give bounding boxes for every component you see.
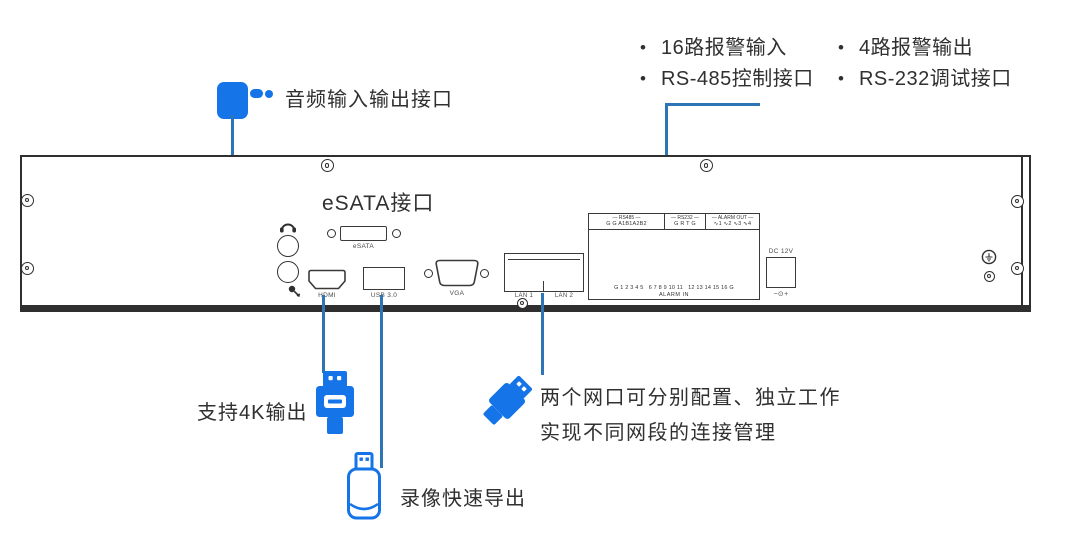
audio-in-jack-port [277, 261, 299, 283]
bullet-icon: • [838, 69, 844, 88]
ground-icon [981, 249, 997, 265]
screw-icon [20, 261, 34, 275]
usb-port-label: USB 3.0 [370, 292, 398, 299]
bullet-item: • RS-485控制接口 [640, 67, 814, 91]
lan1-port-label: LAN 1 [514, 293, 534, 299]
alarm-out-pins: ∿1 ∿2 ∿3 ∿4 [713, 221, 752, 227]
usb-port [363, 267, 405, 290]
network-callout-line2: 实现不同网段的连接管理 [540, 422, 777, 444]
esata-port-label: eSATA [352, 243, 375, 250]
screw-icon [699, 159, 713, 172]
screw-icon [1010, 194, 1024, 208]
dc-power-label: DC 12V [768, 248, 794, 255]
esata-screw-icon [391, 228, 401, 238]
hdmi-plug-icon [316, 371, 354, 434]
headphone-icon [280, 223, 296, 233]
lan-port-divider [543, 281, 545, 292]
usb-callout-label: 录像快速导出 [400, 488, 526, 510]
audio-callout-label: 音频输入输出接口 [285, 89, 453, 111]
screw-icon [20, 193, 34, 207]
bullet-item: • 4路报警输出 [838, 36, 973, 60]
alarm-terminal-block: — RS485 — G G A1B1A2B2 — RS232 — G R T G… [588, 213, 760, 300]
audio-plug-icon [217, 82, 273, 119]
vga-screw-icon [479, 268, 489, 278]
bullet-item: • RS-232调试接口 [838, 67, 1012, 91]
lan2-port-label: LAN 2 [554, 293, 574, 299]
microphone-icon [288, 285, 301, 298]
rs232-title: — RS232 — [670, 215, 700, 221]
network-plug-icon [483, 375, 533, 425]
alarm-in-label: ALARM IN [659, 291, 689, 298]
vga-screw-icon [423, 268, 433, 278]
screw-icon [1010, 261, 1024, 275]
dc-polarity-label: −⊙+ [773, 291, 789, 298]
dc-power-port [766, 257, 796, 288]
hdmi-port-label: HDMI [318, 292, 336, 299]
alarm-out-terminal-group: — ALARM OUT — ∿1 ∿2 ∿3 ∿4 [706, 214, 759, 229]
esata-port [340, 226, 387, 241]
rs485-pins: G G A1B1A2B2 [606, 221, 647, 227]
alarm-in-row: G 1 2 3 4 5 6 7 8 9 10 11 12 13 14 15 16… [589, 285, 759, 299]
usb-drive-icon [347, 452, 381, 520]
bullet-icon: • [838, 38, 844, 57]
terminal-header-row: — RS485 — G G A1B1A2B2 — RS232 — G R T G… [589, 214, 759, 230]
lan-port-detail [508, 259, 580, 261]
alarm-out-title: — ALARM OUT — [711, 215, 754, 221]
audio-out-jack-port [277, 235, 299, 257]
network-callout-line1: 两个网口可分别配置、独立工作 [540, 387, 841, 409]
vga-port [435, 259, 479, 287]
rs485-title: — RS485 — [612, 215, 641, 221]
rs485-terminal-group: — RS485 — G G A1B1A2B2 [589, 214, 665, 229]
alarm-in-pins: G 1 2 3 4 5 6 7 8 9 10 11 12 13 14 15 16… [614, 284, 734, 291]
right-flange-line [1021, 157, 1023, 305]
network-callout-line [541, 293, 544, 375]
alarm-callout-line [665, 103, 760, 106]
rs232-terminal-group: — RS232 — G R T G [665, 214, 706, 229]
rs232-pins: G R T G [674, 221, 696, 227]
esata-callout-label: eSATA接口 [322, 192, 435, 215]
hdmi-callout-line [322, 295, 325, 373]
esata-screw-icon [326, 228, 336, 238]
bullet-label: RS-232调试接口 [858, 68, 1012, 90]
bullet-icon: • [640, 38, 646, 57]
screw-icon [983, 270, 995, 282]
bullet-label: 4路报警输出 [858, 37, 974, 59]
bullet-item: • 16路报警输入 [640, 36, 787, 60]
screw-icon [320, 159, 334, 172]
bullet-label: 16路报警输入 [660, 37, 787, 59]
hdmi-callout-label: 支持4K输出 [197, 402, 308, 424]
screw-icon [516, 297, 528, 309]
bullet-label: RS-485控制接口 [660, 68, 814, 90]
usb-callout-line [380, 295, 383, 468]
vga-port-label: VGA [449, 290, 465, 297]
bullet-icon: • [640, 69, 646, 88]
hdmi-port [308, 269, 346, 290]
